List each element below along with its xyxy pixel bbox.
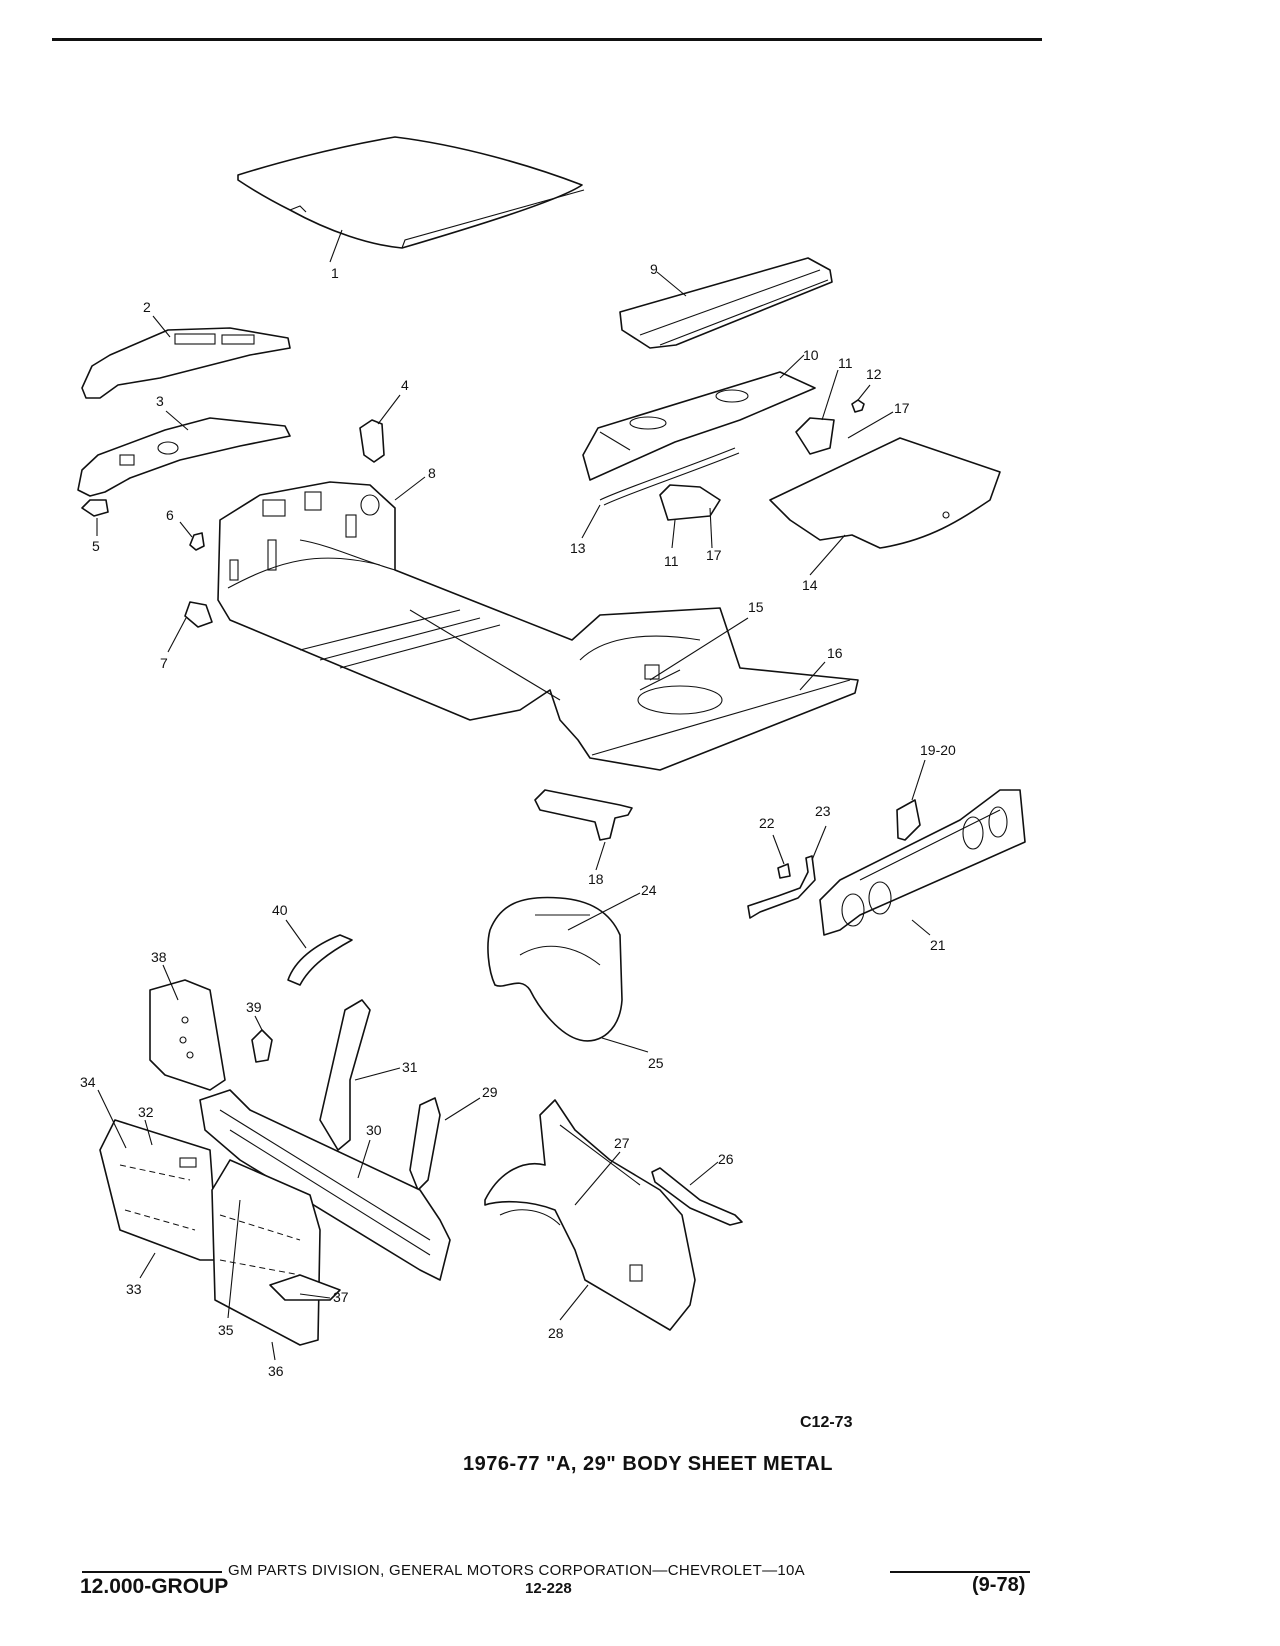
callout-23: 23 [815, 803, 831, 819]
part-lock-pillar [319, 999, 401, 1151]
part-windshield-header [81, 315, 291, 399]
callout-1: 1 [331, 265, 339, 281]
part-rear-brace [534, 789, 633, 871]
part-curved-rail-40 [285, 919, 353, 986]
footer-page-number: 12-228 [525, 1580, 572, 1597]
callout-7: 7 [160, 655, 168, 671]
callout-27: 27 [614, 1135, 630, 1151]
footer-group-label: 12.000-GROUP [80, 1575, 229, 1598]
part-bracket-22-23 [747, 825, 827, 919]
part-quarter-panel [484, 1099, 696, 1331]
callout-36: 36 [268, 1363, 284, 1379]
callout-18: 18 [588, 871, 604, 887]
part-bracket-4 [359, 394, 401, 463]
part-rear-window-panel [619, 257, 833, 349]
callout-40: 40 [272, 902, 288, 918]
part-roof-panel [237, 136, 585, 263]
callout-8: 8 [428, 465, 436, 481]
callout-4: 4 [401, 377, 409, 393]
part-bracket-5 [81, 499, 109, 536]
part-hinge-lower [659, 484, 721, 549]
footer-rule-right [890, 1571, 1030, 1573]
page-title-text: 1976-77 "A, 29" BODY SHEET METAL [463, 1453, 833, 1475]
part-front-door [97, 1089, 219, 1279]
part-hinge-upper [795, 369, 894, 455]
callout-24: 24 [641, 882, 657, 898]
callout-32: 32 [138, 1104, 154, 1120]
part-trunk-lid [769, 437, 1001, 576]
callout-21: 21 [930, 937, 946, 953]
callout-14: 14 [802, 577, 818, 593]
part-rear-end-panel [819, 789, 1026, 936]
callout-34: 34 [80, 1074, 96, 1090]
callout-11-lower: 11 [664, 553, 679, 569]
top-rule [52, 38, 1042, 41]
part-torsion-rod [581, 447, 740, 539]
callout-9: 9 [650, 261, 658, 277]
part-hinge-pillar [149, 964, 226, 1091]
callout-11-upper: 11 [838, 355, 853, 371]
part-wheelhouse [487, 892, 649, 1053]
callout-5: 5 [92, 538, 100, 554]
part-rear-shelf-panel [582, 354, 816, 481]
part-bracket-39 [251, 1015, 273, 1063]
callout-26: 26 [718, 1151, 734, 1167]
callout-28: 28 [548, 1325, 564, 1341]
part-clip-6 [179, 521, 205, 551]
footer-revision: (9-78) [972, 1574, 1026, 1596]
part-bracket-7 [167, 601, 213, 653]
part-moulding-strip [651, 1161, 743, 1226]
part-rear-door-section [211, 1159, 341, 1361]
callout-15: 15 [748, 599, 764, 615]
callout-6: 6 [166, 507, 174, 523]
callout-10: 10 [803, 347, 819, 363]
figure-code: C12-73 [800, 1414, 853, 1431]
callout-35: 35 [218, 1322, 234, 1338]
callout-22: 22 [759, 815, 775, 831]
footer-rule-left [82, 1571, 222, 1573]
callout-13: 13 [570, 540, 586, 556]
callout-16: 16 [827, 645, 843, 661]
callout-33: 33 [126, 1281, 142, 1297]
part-rocker-panel [199, 1089, 451, 1281]
part-bracket-29 [409, 1097, 481, 1191]
footer-credit: GM PARTS DIVISION, GENERAL MOTORS CORPOR… [224, 1562, 809, 1579]
page-title: 1976-77 "A, 29" BODY SHEET METAL [0, 1453, 1280, 1476]
callout-17-upper: 17 [894, 400, 910, 416]
footer-credit-line: GM PARTS DIVISION, GENERAL MOTORS CORPOR… [82, 1562, 1032, 1580]
part-bracket-19-20 [896, 759, 926, 841]
callout-39: 39 [246, 999, 262, 1015]
callout-12: 12 [866, 366, 882, 382]
callout-29: 29 [482, 1084, 498, 1100]
callout-17-lower: 17 [706, 547, 722, 563]
part-cowl-panel [77, 410, 291, 497]
callout-2: 2 [143, 299, 151, 315]
callout-31: 31 [402, 1059, 418, 1075]
callout-38: 38 [151, 949, 167, 965]
callout-19-20: 19-20 [920, 742, 956, 758]
part-bolt-12 [851, 384, 871, 413]
callout-3: 3 [156, 393, 164, 409]
part-floor-pan-assembly [217, 476, 859, 771]
callout-25: 25 [648, 1055, 664, 1071]
callout-37: 37 [333, 1289, 349, 1305]
callout-30: 30 [366, 1122, 382, 1138]
